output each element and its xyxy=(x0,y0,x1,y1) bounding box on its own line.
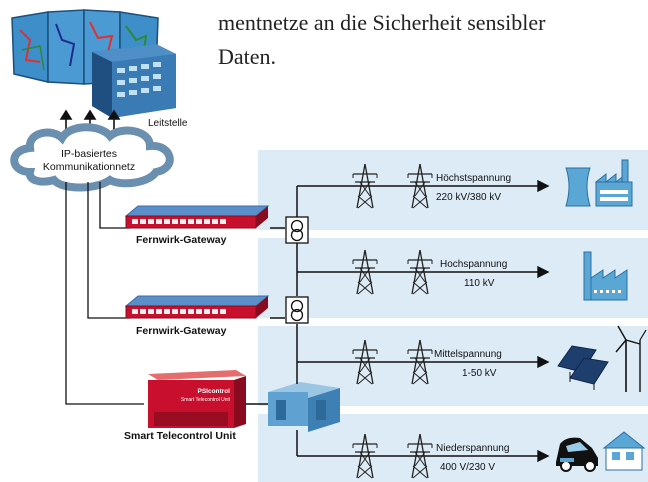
level-1-name: Höchstspannung xyxy=(436,173,511,184)
factory-icon xyxy=(583,251,628,301)
paragraph-line-1: mentnetze an die Sicherheit sensibler xyxy=(218,10,546,35)
stu-brand-text: PSIcontrol xyxy=(197,388,230,395)
level-1-voltage: 220 kV/380 kV xyxy=(436,192,501,203)
gateway-label-1: Fernwirk-Gateway xyxy=(136,234,227,246)
building-icon xyxy=(92,44,176,118)
car-house-icon xyxy=(556,431,646,472)
level-2-name: Hochspannung xyxy=(440,259,507,270)
level-3-name: Mittelspannung xyxy=(434,349,502,360)
level-arrows xyxy=(432,179,550,463)
control-center-label: Leitstelle xyxy=(148,118,188,129)
power-lines xyxy=(246,185,432,457)
stu-device-text: Smart Telecontrol Unit xyxy=(181,397,231,403)
gateway-label-2: Fernwirk-Gateway xyxy=(136,325,227,337)
stu-device-icon xyxy=(148,370,246,428)
substation-icon xyxy=(268,382,340,432)
power-plant-icon xyxy=(565,159,633,207)
gateway-device-2 xyxy=(125,295,269,319)
paragraph-line-2: Daten. xyxy=(218,44,277,69)
body-paragraph: mentnetze an die Sicherheit sensibler Da… xyxy=(218,6,648,74)
stu-label: Smart Telecontrol Unit xyxy=(124,430,236,442)
level-4-voltage: 400 V/230 V xyxy=(440,462,495,473)
band-level-1 xyxy=(258,150,648,230)
transformer-icon-1 xyxy=(285,216,309,244)
network-label: IP-basiertes Kommunikationnetz xyxy=(34,148,144,174)
level-4-name: Niederspannung xyxy=(436,443,509,454)
gateway-device-1 xyxy=(125,205,269,229)
cloud-icon xyxy=(10,123,174,192)
level-2-voltage: 110 kV xyxy=(464,278,495,289)
transformer-icon-2 xyxy=(285,296,309,324)
network-label-line-1: IP-basiertes xyxy=(60,148,118,160)
network-lines xyxy=(65,182,144,405)
network-label-line-2: Kommunikationnetz xyxy=(42,161,136,173)
band-level-2 xyxy=(258,238,648,318)
solar-wind-icon xyxy=(557,325,647,392)
level-3-voltage: 1-50 kV xyxy=(462,368,497,379)
